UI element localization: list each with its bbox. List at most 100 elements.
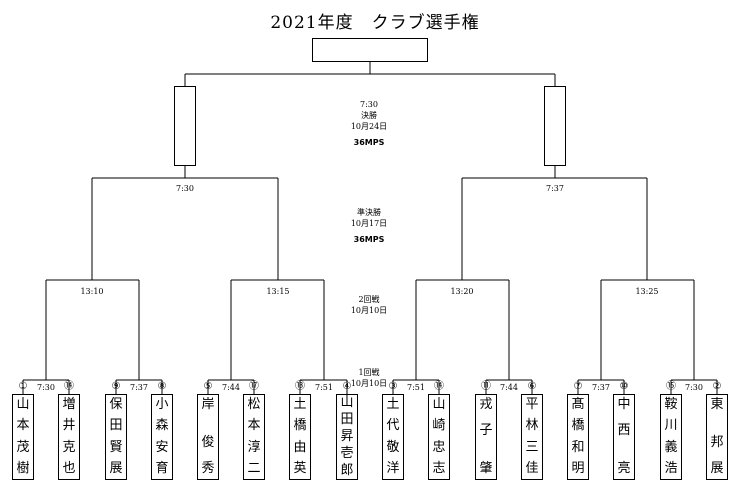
name-char: 本 [247,418,261,434]
seed-number: ⑭ [434,381,444,392]
semi-format: 36MPS [353,235,385,244]
round2-label: 2回戦 [358,295,380,304]
player-name-box: 平林三佳 [521,394,543,480]
name-char: 秀 [201,461,215,476]
semi-label: 準決勝 [357,208,381,217]
player-slot: ⑮ 鞍川義浩 [660,380,682,480]
seed-number: ② [712,381,722,392]
r1-time: 7:44 [500,383,518,392]
name-char: 田 [340,412,354,427]
player-slot: ④ 山田昇壱郎 [336,380,358,480]
seed-number: ⑮ [666,381,676,392]
name-char: 英 [293,460,307,476]
name-char: 樹 [16,460,30,476]
player-name-box: 岸俊秀 [197,394,219,480]
player-name-box: 山田昇壱郎 [336,394,358,480]
player-name-box: 土橋由英 [289,394,311,480]
player-slot: ⑩ 中西亮 [613,380,635,480]
r1-time: 7:51 [315,383,333,392]
name-char: 中 [617,397,631,412]
name-char: 俊 [201,435,215,450]
name-char: 山 [432,397,446,412]
player-slot: ⑰ 松本淳二 [243,380,265,480]
name-char: 佳 [525,460,539,476]
seed-number: ⑰ [249,381,259,392]
player-slot: ⑧ 小森安育 [151,380,173,480]
name-char: 昇 [340,429,354,444]
name-char: 平 [525,397,539,412]
player-slot: ⑤ 岸俊秀 [197,380,219,480]
final-format: 36MPS [353,138,385,147]
name-char: 三 [525,439,539,455]
name-char: 松 [247,397,261,412]
name-char: 崎 [432,418,446,434]
semi-date: 10月17日 [350,219,388,228]
player-name-box: 小森安育 [151,394,173,480]
semi-info: 準決勝 10月17日 36MPS [329,207,409,245]
seed-number: ③ [388,381,398,392]
r2-time: 13:25 [635,287,659,296]
name-char: 鞍 [664,397,678,412]
r1-time: 7:30 [37,383,55,392]
finalist-box-left [174,86,196,166]
name-char: 展 [109,460,123,476]
name-char: 保 [109,397,123,412]
name-char: 和 [571,439,585,455]
player-slot: ⑥ 平林三佳 [521,380,543,480]
round1-label: 1回戦 [358,368,380,377]
final-info: 7:30 決勝 10月24日 36MPS [329,99,409,148]
seed-number: ⑥ [527,381,537,392]
champion-box [312,38,428,62]
player-slot: ③ 土代敬洋 [382,380,404,480]
name-char: 山 [16,397,30,412]
seed-number: ⑧ [157,381,167,392]
name-char: 展 [710,461,724,476]
seed-number: ⑭ [64,381,74,392]
name-char: 壱 [340,446,354,461]
player-name-box: 戎子肇 [475,394,497,480]
name-char: 由 [293,439,307,455]
page-title: 2021年度 クラブ選手権 [270,13,480,33]
player-name-box: 保田賢展 [105,394,127,480]
player-name-box: 鞍川義浩 [660,394,682,480]
name-char: 安 [155,439,169,455]
name-char: 林 [525,418,539,434]
name-char: 山 [340,395,354,410]
name-char: 土 [386,397,400,412]
name-char: 肇 [479,461,493,476]
name-char: 郎 [340,463,354,478]
player-name-box: 山崎忠志 [428,394,450,480]
player-name-box: 松本淳二 [243,394,265,480]
name-char: 賢 [109,439,123,455]
round1-info: 1回戦 10月10日 [329,367,409,389]
finalist-box-right [544,86,566,166]
player-name-box: 東邦展 [706,394,728,480]
name-char: 本 [16,418,30,434]
player-slot: ⑬ 土橋由英 [289,380,311,480]
name-char: 敬 [386,439,400,455]
name-char: 子 [479,423,493,438]
name-char: 明 [571,460,585,476]
final-date: 10月24日 [350,122,388,131]
seed-number: ⑨ [111,381,121,392]
r2-time: 13:15 [266,287,290,296]
name-char: 土 [293,397,307,412]
player-slot: ⑦ 髙橋和明 [567,380,589,480]
name-char: 田 [109,418,123,434]
name-char: 淳 [247,439,261,455]
player-name-box: 増井克也 [58,394,80,480]
r1-time: 7:37 [130,383,148,392]
player-slot: ⑭ 増井克也 [58,380,80,480]
name-char: 髙 [571,397,585,412]
name-char: 忠 [432,439,446,455]
name-char: 義 [664,439,678,455]
player-slot: ⑭ 山崎忠志 [428,380,450,480]
player-slot: ⑨ 保田賢展 [105,380,127,480]
seed-number: ⑪ [481,381,491,392]
name-char: 東 [710,397,724,412]
name-char: 橋 [571,418,585,434]
name-char: 克 [62,439,76,455]
r1-time: 7:44 [222,383,240,392]
player-name-box: 髙橋和明 [567,394,589,480]
